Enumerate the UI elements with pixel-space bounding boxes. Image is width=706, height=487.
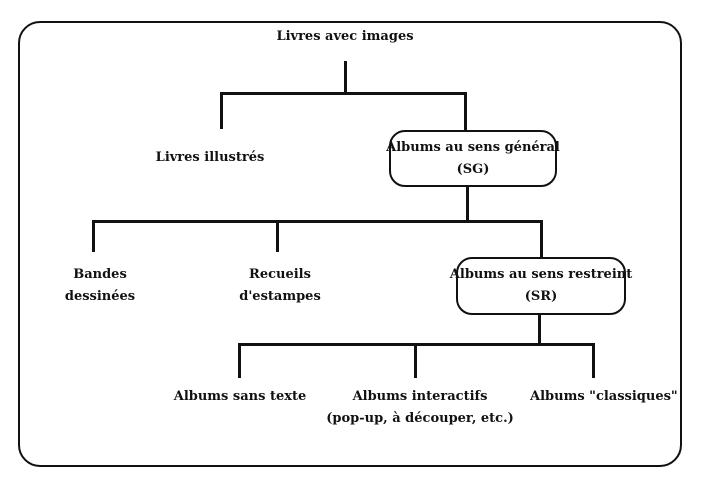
albums-sg-abbrev: (SG) <box>456 161 490 177</box>
albums-sens-general-box: Albums au sens général (SG) <box>386 130 560 187</box>
connector-to-sans-texte <box>238 343 241 378</box>
albums-sens-restreint-box: Albums au sens restreint (SR) <box>450 257 632 315</box>
recueils-estampes-label: Recueils d'estampes <box>225 264 335 308</box>
connector-root-stem <box>344 61 347 93</box>
albums-sr-abbrev: (SR) <box>524 289 558 304</box>
livres-illustres-label: Livres illustrés <box>155 150 265 165</box>
connector-to-interactifs <box>414 343 417 378</box>
bandes-line1: Bandes <box>73 267 127 282</box>
connector-to-livres-illustres <box>220 92 223 129</box>
albums-sg-title: Albums au sens général <box>386 139 560 155</box>
diagram-frame <box>18 21 682 467</box>
connector-level3-bar <box>238 343 595 346</box>
connector-sg-stem <box>466 186 469 221</box>
root-node-label: Livres avec images <box>276 29 414 44</box>
connector-to-bandes <box>92 220 95 252</box>
connector-to-albums-sr <box>540 220 543 258</box>
interactifs-line2: (pop-up, à découper, etc.) <box>326 411 514 426</box>
connector-to-albums-sg <box>464 92 467 131</box>
bandes-dessinees-label: Bandes dessinées <box>50 264 150 308</box>
connector-level2-bar <box>92 220 542 223</box>
albums-sr-title: Albums au sens restreint <box>449 267 633 282</box>
albums-sans-texte-label: Albums sans texte <box>173 389 307 404</box>
recueils-line2: d'estampes <box>239 289 321 304</box>
connector-sr-stem <box>538 314 541 345</box>
bandes-line2: dessinées <box>64 289 136 304</box>
connector-to-classiques <box>592 343 595 378</box>
albums-interactifs-label: Albums interactifs (pop-up, à découper, … <box>325 386 515 430</box>
albums-classiques-label: Albums "classiques" <box>530 389 678 404</box>
connector-to-recueils <box>276 220 279 252</box>
connector-level1-bar <box>220 92 467 95</box>
interactifs-line1: Albums interactifs <box>352 389 488 404</box>
recueils-line1: Recueils <box>249 267 311 282</box>
